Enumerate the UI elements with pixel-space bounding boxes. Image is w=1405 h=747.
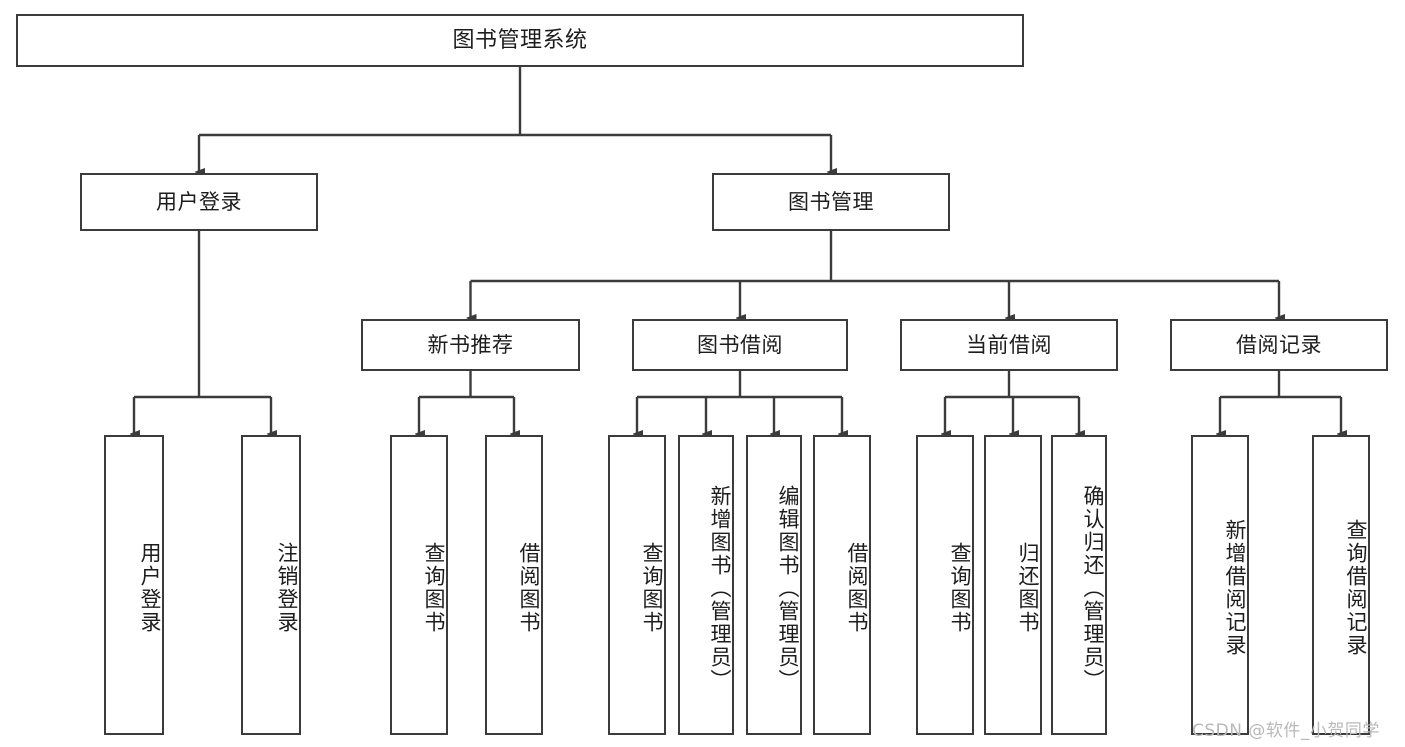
node-book-manage[interactable]: 图书管理 bbox=[712, 173, 950, 231]
node-label-nbr-borrow-book: 借阅图书 bbox=[517, 542, 541, 634]
csdn-watermark: CSDN @软件_小贺同学 bbox=[1192, 721, 1380, 741]
node-cb-confirm-return[interactable]: 确认归还（管理员） bbox=[1051, 435, 1107, 735]
node-user-login[interactable]: 用户登录 bbox=[80, 173, 318, 231]
node-label-book-borrow: 图书借阅 bbox=[697, 332, 783, 357]
node-label-nbr-query-book: 查询图书 bbox=[422, 542, 446, 634]
node-label-bb-add-book: 新增图书（管理员） bbox=[708, 484, 732, 692]
node-new-book-recommend[interactable]: 新书推荐 bbox=[361, 319, 580, 371]
node-label-new-book-recommend: 新书推荐 bbox=[427, 332, 514, 357]
node-br-add-record[interactable]: 新增借阅记录 bbox=[1191, 435, 1249, 735]
node-label-br-add-record: 新增借阅记录 bbox=[1223, 519, 1247, 657]
node-label-bb-borrow-book: 借阅图书 bbox=[845, 542, 869, 634]
node-label-user-login: 用户登录 bbox=[156, 189, 242, 214]
node-label-cb-confirm-return: 确认归还（管理员） bbox=[1081, 484, 1105, 692]
node-label-user-login-do: 用户登录 bbox=[138, 542, 162, 634]
node-label-bb-edit-book: 编辑图书（管理员） bbox=[776, 484, 800, 692]
node-cb-return-book[interactable]: 归还图书 bbox=[984, 435, 1042, 735]
node-nbr-query-book[interactable]: 查询图书 bbox=[390, 435, 448, 735]
node-label-cb-query-book: 查询图书 bbox=[948, 542, 972, 634]
node-label-cb-return-book: 归还图书 bbox=[1016, 542, 1040, 634]
node-borrow-record[interactable]: 借阅记录 bbox=[1170, 319, 1388, 371]
node-label-root: 图书管理系统 bbox=[452, 27, 588, 53]
node-label-user-logout: 注销登录 bbox=[275, 542, 299, 634]
node-current-borrow[interactable]: 当前借阅 bbox=[900, 319, 1118, 371]
node-book-borrow[interactable]: 图书借阅 bbox=[632, 319, 848, 371]
node-nbr-borrow-book[interactable]: 借阅图书 bbox=[485, 435, 543, 735]
node-root[interactable]: 图书管理系统 bbox=[16, 14, 1024, 67]
node-bb-query-book[interactable]: 查询图书 bbox=[608, 435, 666, 735]
node-label-bb-query-book: 查询图书 bbox=[640, 542, 664, 634]
tree-edges bbox=[134, 67, 1341, 434]
node-label-current-borrow: 当前借阅 bbox=[966, 332, 1052, 357]
node-label-br-query-record: 查询借阅记录 bbox=[1344, 519, 1368, 657]
node-label-borrow-record: 借阅记录 bbox=[1236, 332, 1322, 357]
node-br-query-record[interactable]: 查询借阅记录 bbox=[1312, 435, 1370, 735]
node-cb-query-book[interactable]: 查询图书 bbox=[916, 435, 974, 735]
node-bb-edit-book[interactable]: 编辑图书（管理员） bbox=[746, 435, 802, 735]
node-bb-add-book[interactable]: 新增图书（管理员） bbox=[678, 435, 734, 735]
node-bb-borrow-book[interactable]: 借阅图书 bbox=[813, 435, 871, 735]
node-user-logout[interactable]: 注销登录 bbox=[241, 435, 301, 735]
node-user-login-do[interactable]: 用户登录 bbox=[104, 435, 164, 735]
node-label-book-manage: 图书管理 bbox=[788, 189, 874, 214]
